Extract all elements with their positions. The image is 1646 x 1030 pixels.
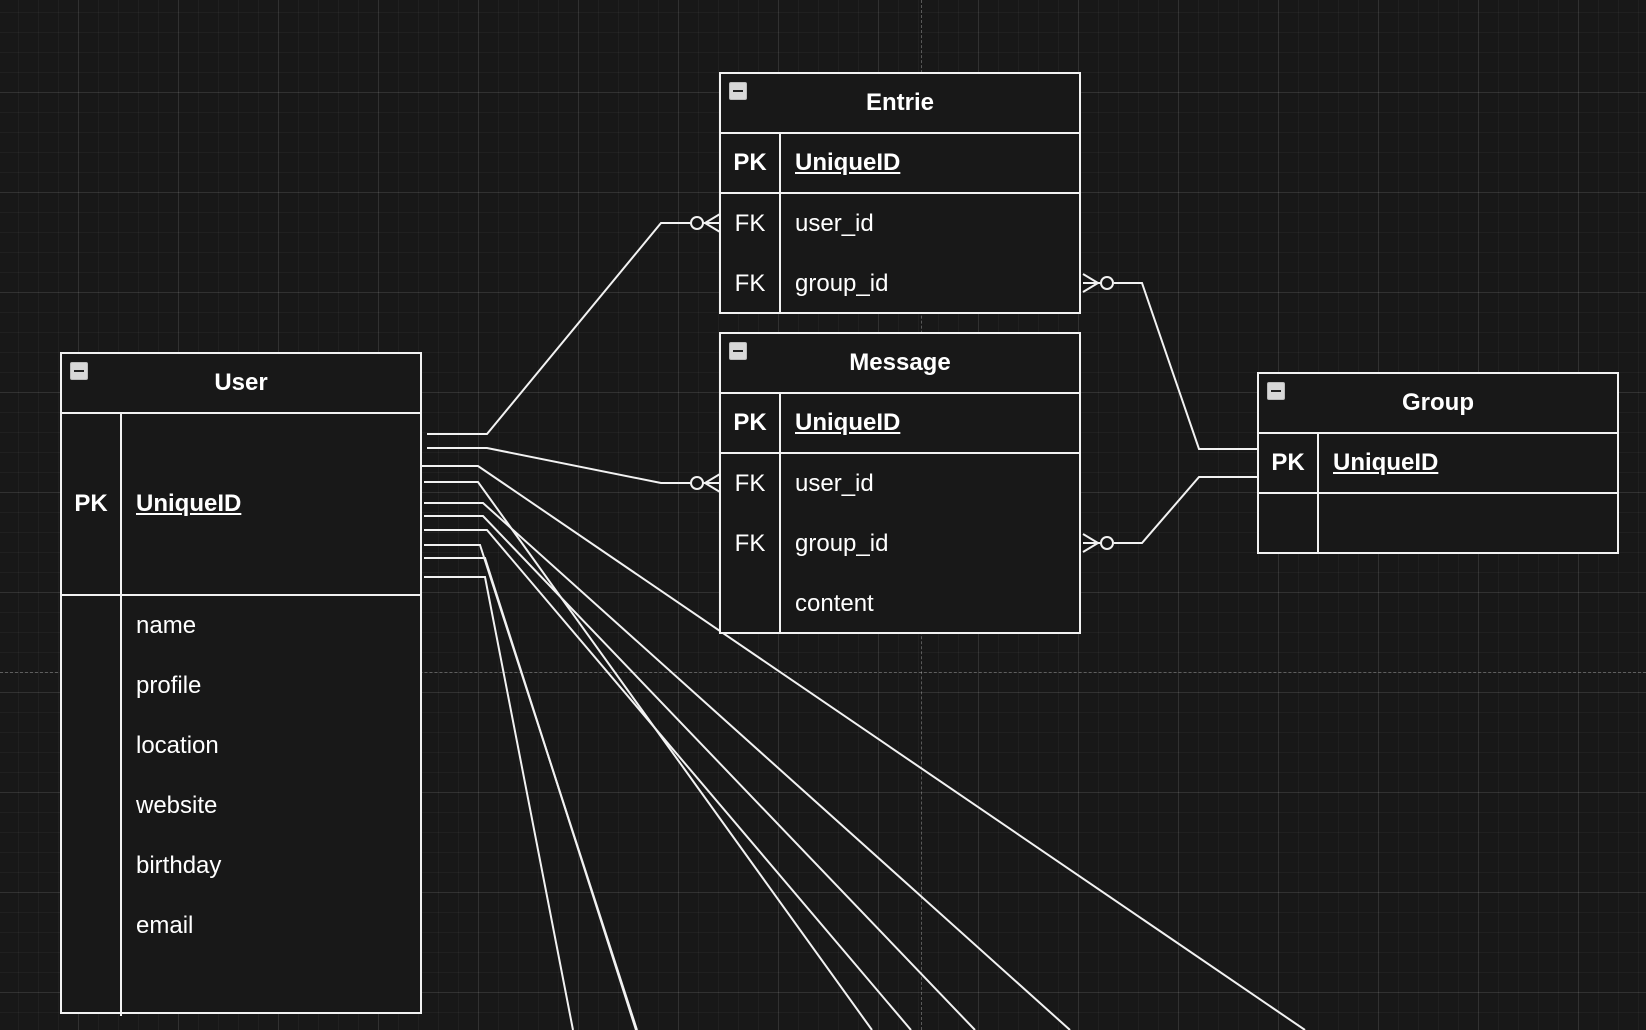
entity-title: Entrie xyxy=(865,89,934,116)
key-label: FK xyxy=(721,454,781,514)
empty-row[interactable] xyxy=(1259,494,1617,554)
key-label: PK xyxy=(1259,434,1319,492)
entity-header[interactable]: Group xyxy=(1259,374,1617,434)
field-name: group_id xyxy=(795,530,889,557)
attribute-block[interactable]: name profile location website birthday e… xyxy=(62,596,420,1016)
field-name: user_id xyxy=(795,210,874,237)
attribute[interactable]: name xyxy=(136,612,197,639)
field-name: UniqueID xyxy=(1333,449,1439,476)
key-label: PK xyxy=(721,134,781,192)
zero-circle-marker xyxy=(690,476,704,490)
key-label xyxy=(1259,494,1319,554)
connector-group-entrie xyxy=(1114,282,1259,450)
primary-key-row[interactable]: PK UniqueID xyxy=(1259,434,1617,494)
attribute[interactable]: birthday xyxy=(136,852,222,879)
entity-header[interactable]: User xyxy=(62,354,420,414)
crowfoot-marker xyxy=(703,473,721,493)
column-divider xyxy=(120,596,122,1016)
zero-circle-marker xyxy=(1100,536,1114,550)
connector-user-entrie xyxy=(427,222,692,435)
entity-title: Message xyxy=(849,349,951,376)
connector-user-message xyxy=(427,447,692,484)
entity-title: Group xyxy=(1402,389,1474,416)
collapse-icon[interactable] xyxy=(729,342,747,360)
field-name: group_id xyxy=(795,270,889,297)
entity-message[interactable]: Message PK UniqueID FK user_id FK group_… xyxy=(719,332,1081,634)
attribute[interactable]: website xyxy=(136,792,218,819)
foreign-key-row[interactable]: FK group_id xyxy=(721,254,1079,314)
key-label: PK xyxy=(62,414,122,594)
entity-group[interactable]: Group PK UniqueID xyxy=(1257,372,1619,554)
attribute-list: name profile location website birthday e… xyxy=(136,606,221,966)
crowfoot-marker xyxy=(1082,273,1100,293)
connector-offscreen xyxy=(424,576,574,1030)
primary-key-row[interactable]: PK UniqueID xyxy=(721,134,1079,194)
field-name: UniqueID xyxy=(795,409,901,436)
collapse-icon[interactable] xyxy=(729,82,747,100)
key-label: FK xyxy=(721,514,781,574)
collapse-icon[interactable] xyxy=(1267,382,1285,400)
field-name: UniqueID xyxy=(795,149,901,176)
entity-header[interactable]: Entrie xyxy=(721,74,1079,134)
attribute[interactable]: location xyxy=(136,732,219,759)
attribute[interactable]: profile xyxy=(136,672,202,699)
entity-header[interactable]: Message xyxy=(721,334,1079,394)
zero-circle-marker xyxy=(690,216,704,230)
foreign-key-row[interactable]: FK user_id xyxy=(721,454,1079,514)
crowfoot-marker xyxy=(703,213,721,233)
entity-entrie[interactable]: Entrie PK UniqueID FK user_id FK group_i… xyxy=(719,72,1081,314)
primary-key-row[interactable]: PK UniqueID xyxy=(721,394,1079,454)
collapse-icon[interactable] xyxy=(70,362,88,380)
zero-circle-marker xyxy=(1100,276,1114,290)
foreign-key-row[interactable]: FK user_id xyxy=(721,194,1079,254)
foreign-key-row[interactable]: FK group_id xyxy=(721,514,1079,574)
field-name: content xyxy=(795,590,874,617)
field-name: UniqueID xyxy=(136,490,242,517)
entity-user[interactable]: User PK UniqueID name profile location w… xyxy=(60,352,422,1016)
key-label: FK xyxy=(721,254,781,314)
key-label: PK xyxy=(721,394,781,452)
entity-title: User xyxy=(214,369,268,396)
field-name: user_id xyxy=(795,470,874,497)
key-label xyxy=(721,574,781,634)
key-label: FK xyxy=(721,194,781,254)
attribute-row[interactable]: content xyxy=(721,574,1079,634)
connector-offscreen xyxy=(424,544,638,1030)
connector-offscreen xyxy=(424,557,637,1030)
connector-group-message xyxy=(1114,476,1259,544)
crowfoot-marker xyxy=(1082,533,1100,553)
primary-key-row[interactable]: PK UniqueID xyxy=(62,414,420,596)
attribute[interactable]: email xyxy=(136,912,194,939)
